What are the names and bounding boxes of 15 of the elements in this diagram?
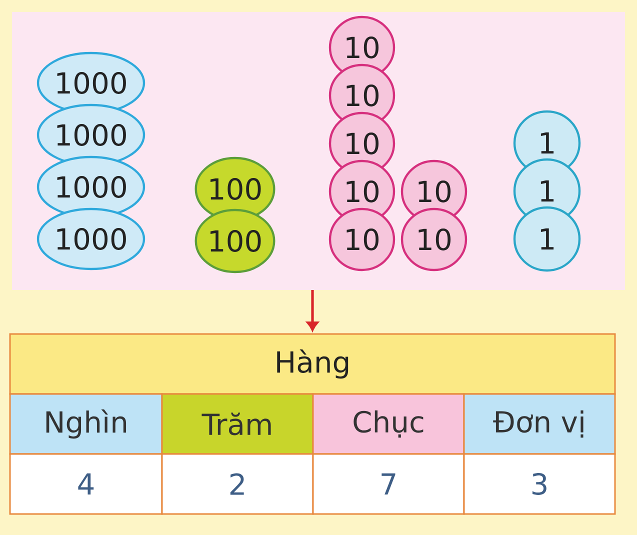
coin: 1 bbox=[513, 206, 581, 272]
arrow bbox=[306, 290, 318, 331]
coin: 10 bbox=[400, 208, 468, 272]
coin: 10 bbox=[328, 208, 396, 272]
table-cell: 2 bbox=[161, 453, 314, 515]
header-cell: Chục bbox=[312, 393, 465, 455]
coin: 1000 bbox=[36, 208, 146, 270]
header-cell: Hàng bbox=[9, 333, 616, 395]
header-cell: Đơn vị bbox=[463, 393, 616, 455]
table-cell: 4 bbox=[9, 453, 163, 515]
table-cell: 3 bbox=[463, 453, 616, 515]
header-cell: Trăm bbox=[161, 393, 314, 455]
table-cell: 7 bbox=[312, 453, 465, 515]
header-cell: Nghìn bbox=[9, 393, 163, 455]
coin: 100 bbox=[194, 208, 276, 274]
